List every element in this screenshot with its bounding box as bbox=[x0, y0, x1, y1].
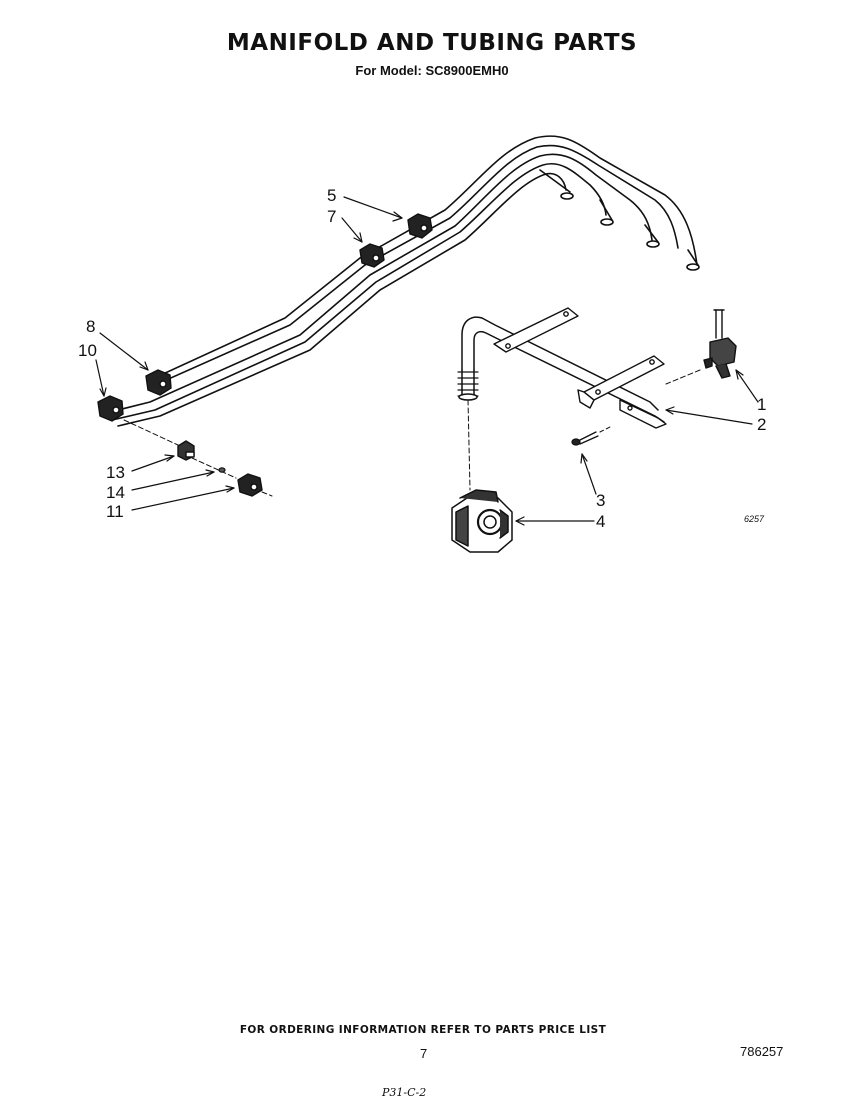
explode-line-valve bbox=[665, 369, 701, 385]
callout-10: 10 bbox=[78, 341, 97, 360]
nut-5 bbox=[407, 213, 433, 239]
bracket-upper bbox=[493, 307, 579, 353]
tube-2 bbox=[154, 144, 679, 386]
callout-8: 8 bbox=[86, 317, 95, 336]
tube-3 bbox=[109, 153, 653, 413]
orifice-13 bbox=[177, 440, 195, 461]
callout-3: 3 bbox=[596, 491, 605, 510]
callout-5: 5 bbox=[327, 186, 336, 205]
diagram-code: 6257 bbox=[744, 514, 765, 524]
callout-1: 1 bbox=[757, 395, 766, 414]
valve-1 bbox=[703, 309, 737, 379]
explode-line-regulator bbox=[467, 399, 471, 491]
nut-11 bbox=[237, 473, 263, 497]
tube-5 bbox=[117, 172, 567, 427]
tube-4 bbox=[111, 163, 607, 421]
callout-2: 2 bbox=[757, 415, 766, 434]
leader-lines bbox=[95, 196, 759, 526]
handwritten-note: P31-C-2 bbox=[382, 1086, 427, 1099]
model-subtitle: For Model: SC8900EMH0 bbox=[355, 63, 509, 78]
explode-line-screw bbox=[599, 425, 613, 433]
callout-14: 14 bbox=[106, 483, 125, 502]
tubing-bundle bbox=[109, 135, 700, 427]
nut-10 bbox=[97, 395, 124, 422]
tube-outer bbox=[149, 135, 698, 381]
nut-8 bbox=[145, 369, 172, 396]
nut-7 bbox=[359, 243, 385, 268]
screw-3 bbox=[571, 431, 599, 446]
bracket-lower bbox=[577, 355, 667, 429]
callout-4: 4 bbox=[596, 512, 605, 531]
ordering-note: FOR ORDERING INFORMATION REFER TO PARTS … bbox=[239, 1024, 607, 1036]
page-title: MANIFOLD AND TUBING PARTS bbox=[226, 30, 638, 56]
document-number: 786257 bbox=[740, 1044, 784, 1059]
washer-14 bbox=[218, 467, 226, 473]
manifold-pipe bbox=[457, 316, 665, 423]
explode-line-lower bbox=[123, 419, 273, 497]
callout-7: 7 bbox=[327, 207, 336, 226]
callout-13: 13 bbox=[106, 463, 125, 482]
regulator-4 bbox=[451, 489, 513, 553]
page-number: 7 bbox=[420, 1046, 428, 1061]
callout-11: 11 bbox=[106, 502, 124, 521]
